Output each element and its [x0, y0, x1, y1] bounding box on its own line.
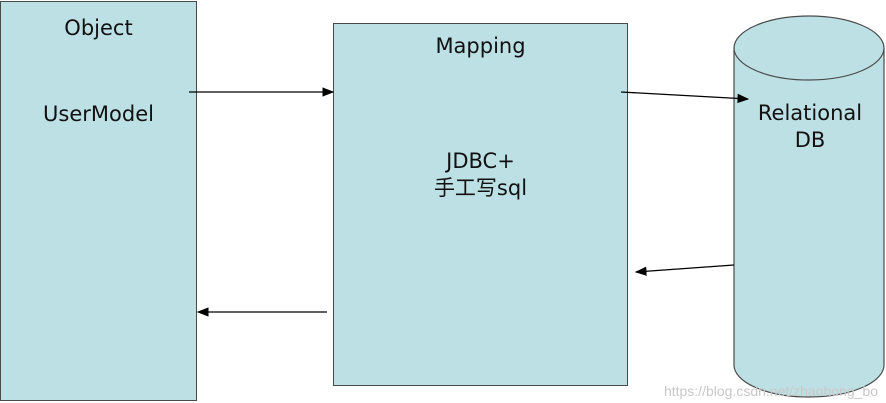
mapping-line-2: 手工写sql	[433, 176, 528, 201]
arrow-mapping-to-db	[620, 91, 750, 104]
object-title: Object	[64, 16, 133, 40]
arrow-db-to-mapping	[634, 264, 735, 276]
mapping-body: JDBC+ 手工写sql	[333, 148, 628, 203]
mapping-line-1: JDBC+	[446, 149, 515, 173]
mapping-title: Mapping	[435, 34, 526, 58]
database-line-1: Relational	[757, 101, 863, 125]
database-label: Relational DB	[735, 100, 885, 155]
object-box	[0, 1, 197, 401]
database-cylinder	[733, 15, 885, 398]
watermark-text: https://blog.csdn.net/zhaohong_bo	[663, 383, 878, 399]
object-name: UserModel	[43, 102, 154, 126]
database-line-2: DB	[794, 128, 826, 153]
mapping-box	[333, 23, 628, 386]
